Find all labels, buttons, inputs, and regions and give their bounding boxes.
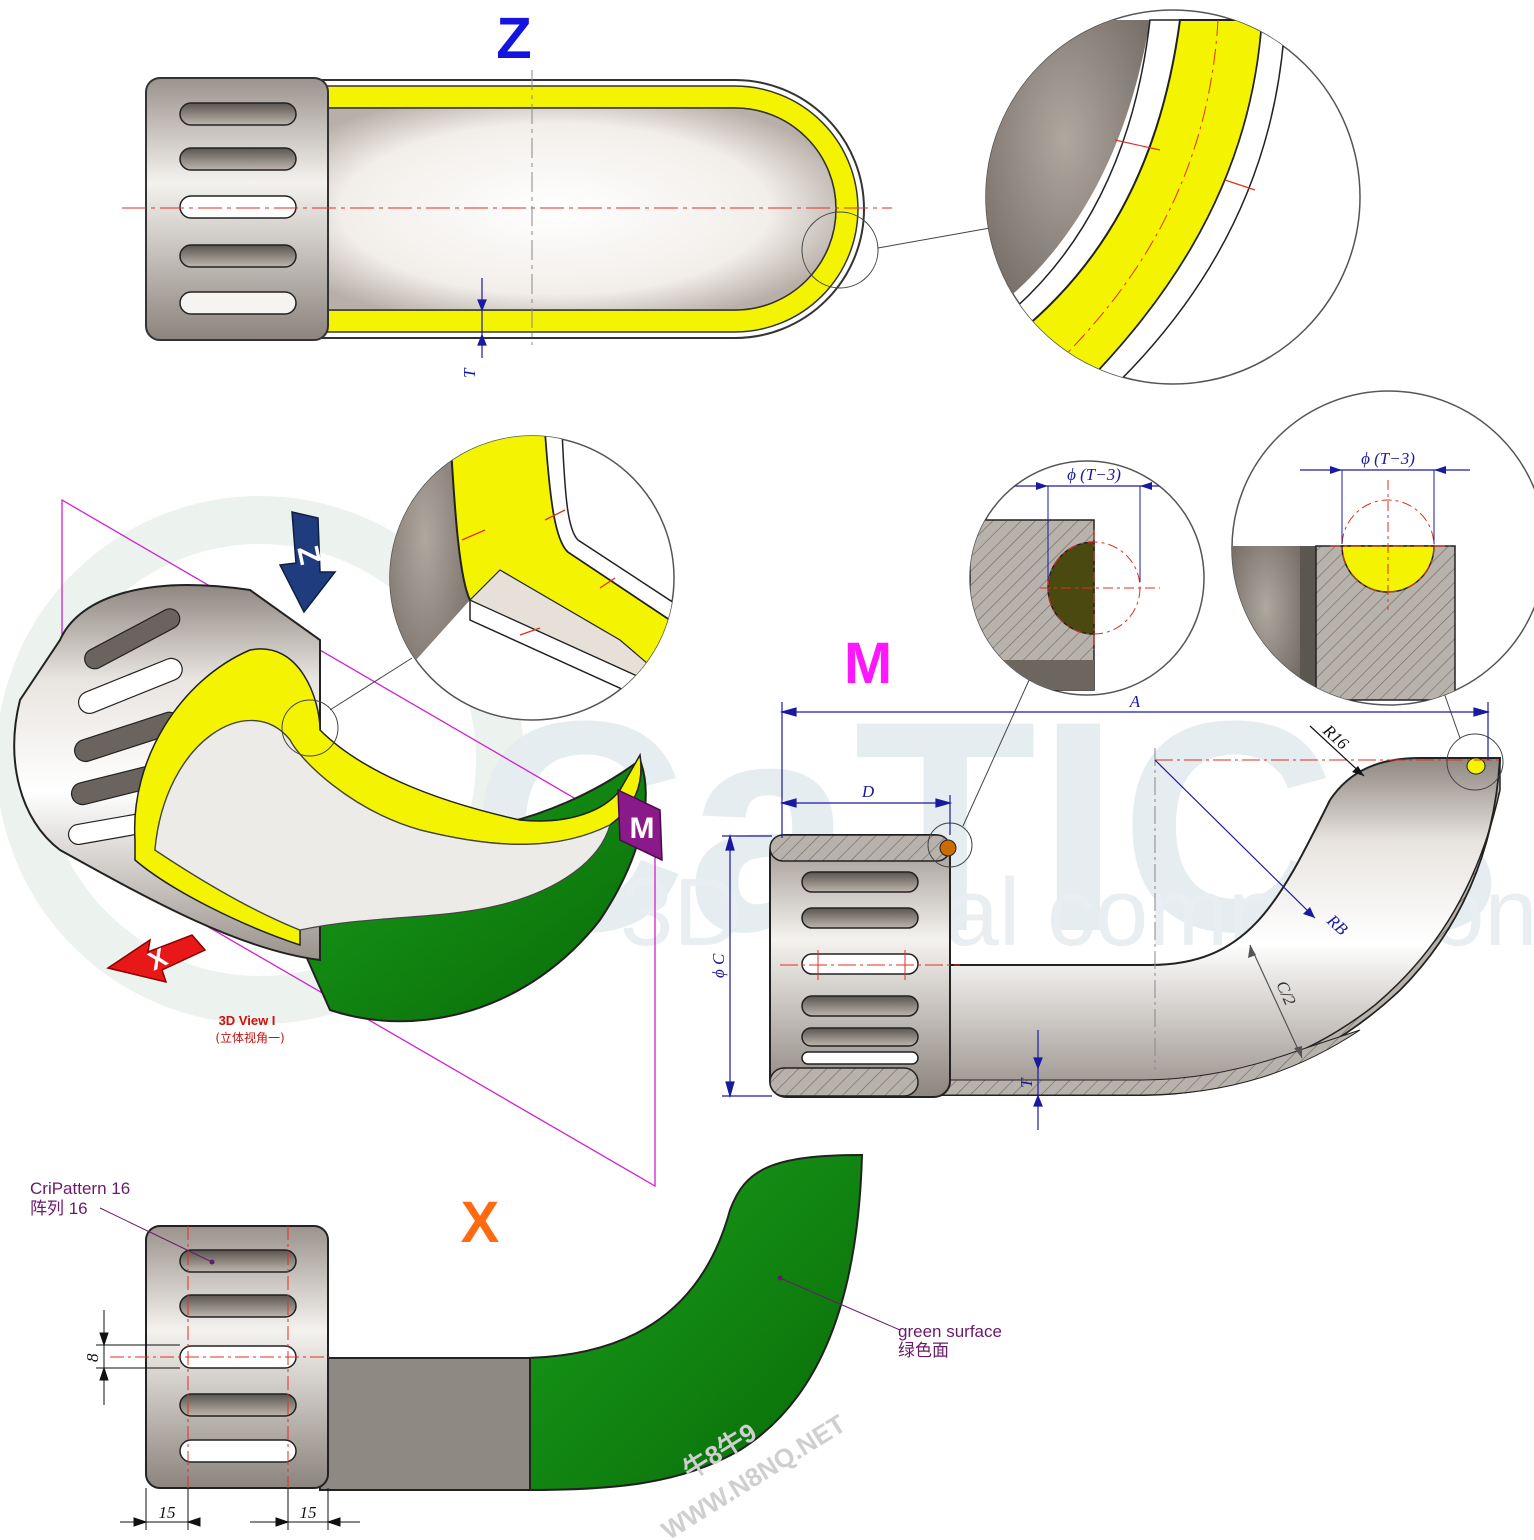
view-x: X 8 (30, 1153, 1002, 1530)
x-dim-8 (96, 1310, 180, 1405)
z-slot (179, 291, 297, 315)
m-sleeve-top-section (769, 834, 951, 862)
m-dim-C2-arrow (1294, 1046, 1302, 1058)
note-green-cn: 绿色面 (898, 1341, 949, 1360)
note-pattern-leader (99, 1207, 213, 1263)
3d-detail-leader (329, 657, 413, 711)
x-slots (179, 1249, 297, 1463)
z-slots (179, 102, 297, 315)
m-slot (801, 871, 919, 893)
zoom-left-dim-label: ϕ (T−3) (1067, 465, 1121, 484)
z-detail-leader (877, 227, 991, 249)
z-inner-cavity (324, 107, 837, 311)
m-dim-T-label: T (1017, 1077, 1036, 1088)
note-green-leader (779, 1277, 901, 1331)
m-detail-circle-right (1446, 733, 1504, 791)
view-m: M (709, 631, 1504, 1130)
m-dim-C2-arrow (1248, 945, 1256, 958)
note-pattern-en: CriPattern 16 (30, 1179, 130, 1198)
green-surface-x (527, 1153, 864, 1492)
note-pattern-dot (209, 1259, 215, 1265)
inner-shell-3d (154, 720, 611, 931)
m-dim-R16-leader (1309, 725, 1365, 777)
x-dim-15-right-label: 15 (300, 1503, 317, 1522)
m-dim-C2-line (1249, 944, 1303, 1059)
m-dim-R16-arrow (1352, 766, 1364, 776)
m-bottom-hatch (917, 1029, 1361, 1096)
zoom-detail-groove-right: ϕ (T−3) (1231, 390, 1534, 706)
view-m-letter: M (844, 631, 892, 696)
z-dim-T (477, 278, 487, 358)
zoom-detail-groove-left: ϕ (T−3) (969, 460, 1205, 696)
view-3d: Z X M 3D View I (立体视角一) (13, 498, 663, 1188)
x-slot (179, 1439, 297, 1463)
x-dim-8-label: 8 (83, 1353, 102, 1362)
m-dim-RB-arrow (1303, 907, 1315, 918)
x-tube (319, 1357, 531, 1491)
x-dim-15-left (120, 1488, 201, 1530)
m-slot (801, 1051, 919, 1065)
slot-3d (77, 657, 183, 715)
m-groove-left (939, 839, 957, 857)
m-detail-leader-left (962, 677, 1031, 827)
m-dim-D-label: D (861, 782, 875, 801)
x-dim-15-left-label: 15 (159, 1503, 176, 1522)
view-x-letter: X (461, 1190, 500, 1255)
m-slot (801, 1027, 919, 1047)
m-dim-A (779, 702, 1491, 838)
view3d-title-cn: (立体视角一) (215, 1030, 284, 1045)
3d-detail-circle (281, 699, 339, 757)
m-dim-T (1033, 1030, 1043, 1130)
view-z-letter: Z (496, 6, 531, 71)
note-green-dot (777, 1275, 783, 1281)
x-dim-15-right (250, 1488, 360, 1530)
x-slot (179, 1294, 297, 1318)
x-slot (179, 1249, 297, 1273)
arrow-x-3d: X (106, 934, 207, 984)
zoom-detail-z (985, 9, 1361, 385)
arrow-z-3d: Z (278, 511, 337, 614)
m-dim-C-label: ϕ C (709, 953, 728, 978)
x-slot (179, 1393, 297, 1417)
z-slot (179, 147, 297, 171)
m-dim-D (779, 795, 953, 835)
note-pattern-cn: 阵列 16 (30, 1199, 88, 1218)
m-dim-C (722, 833, 772, 1099)
slot-3d (84, 608, 181, 670)
view3d-title-en: 3D View I (219, 1013, 276, 1028)
note-green-en: green surface (898, 1322, 1002, 1341)
z-detail-circle (801, 211, 879, 289)
m-slots (801, 871, 919, 1065)
z-slot (179, 244, 297, 268)
arrow-m-3d: M (617, 788, 663, 862)
z-slot (179, 102, 297, 126)
m-groove-right (1466, 757, 1486, 775)
m-sleeve-bottom-section (769, 1067, 919, 1097)
z-slot (179, 195, 297, 219)
z-dim-T-label: T (460, 367, 479, 378)
m-slot (801, 995, 919, 1017)
m-dim-A-label: A (1129, 692, 1141, 711)
m-slot (801, 907, 919, 929)
m-slot (801, 953, 919, 975)
m-dim-RB-line (1154, 759, 1316, 919)
arrow-m-label: M (630, 812, 655, 845)
view-z: Z T (122, 6, 991, 378)
zoom-right-dim-label: ϕ (T−3) (1361, 449, 1415, 468)
